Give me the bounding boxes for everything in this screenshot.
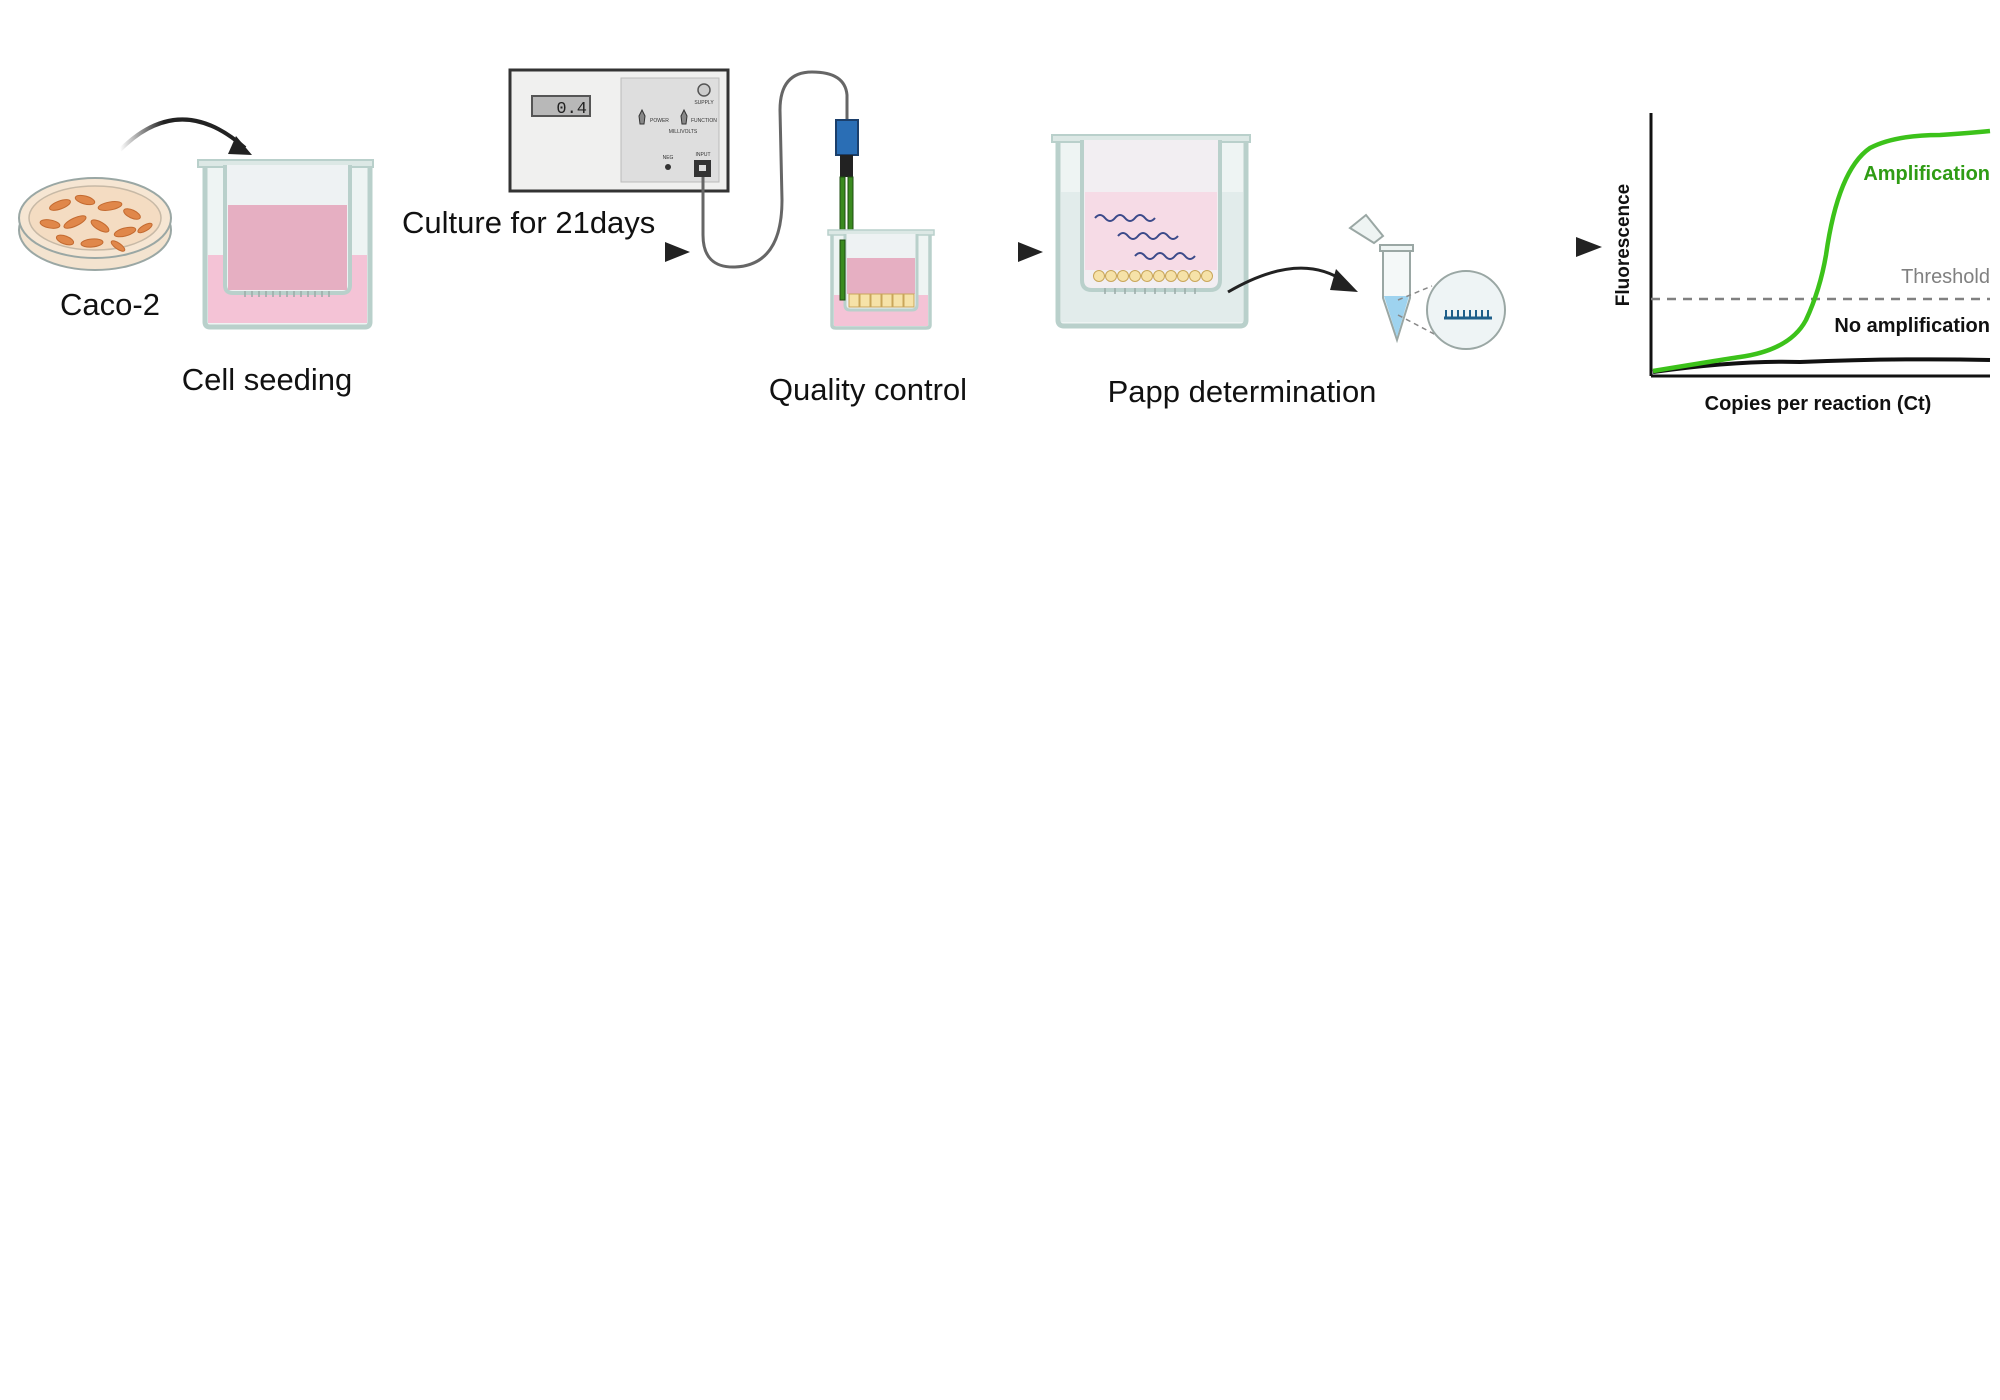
papp-determination-label: Papp determination	[1108, 374, 1377, 409]
rna-strand-icon	[1094, 214, 1196, 260]
meter-reading: 0.4	[556, 100, 587, 119]
meter-display	[531, 95, 591, 117]
cell-seeding-label: Cell seeding	[182, 362, 353, 397]
svg-text:NEG: NEG	[663, 155, 674, 161]
supply-knob-icon	[697, 83, 711, 97]
power-switch-icon	[638, 108, 646, 125]
magnifier-icon	[1426, 270, 1506, 350]
transwell-qc-icon	[827, 229, 935, 330]
y-axis-label: Fluorescence	[1613, 184, 1634, 307]
threshold-label: Threshold	[1901, 266, 1990, 288]
svg-text:MILLIVOLTS: MILLIVOLTS	[669, 129, 698, 135]
sample-tube-icon	[1348, 213, 1414, 344]
culture-label: Culture for 21days	[402, 205, 655, 240]
function-switch-icon	[680, 108, 688, 125]
qpcr-chart: Fluorescence Copies per reaction (Ct) Th…	[1613, 113, 1991, 415]
quality-control-label: Quality control	[769, 372, 967, 407]
x-axis-label: Copies per reaction (Ct)	[1705, 393, 1932, 415]
transwell-papp-icon	[1051, 134, 1251, 329]
petri-dish-icon	[18, 177, 172, 271]
voltohmmeter-device: 0.4 SUPPLY POWER FUNCTION MILLIVOLTS NEG…	[508, 68, 730, 193]
no-amplification-label: No amplification	[1834, 315, 1990, 337]
svg-text:INPUT: INPUT	[696, 152, 711, 158]
amplification-curve	[1652, 128, 1991, 374]
transwell-seeding-icon	[197, 159, 374, 330]
cell-line-label: Caco-2	[60, 287, 160, 322]
no-amplification-curve	[1652, 357, 1991, 374]
svg-text:SUPPLY: SUPPLY	[694, 100, 714, 106]
amplification-label: Amplification	[1863, 163, 1990, 185]
electrode-cable	[701, 70, 849, 269]
svg-text:FUNCTION: FUNCTION	[691, 118, 717, 124]
svg-text:POWER: POWER	[650, 118, 669, 124]
seed-arrow	[118, 117, 247, 152]
